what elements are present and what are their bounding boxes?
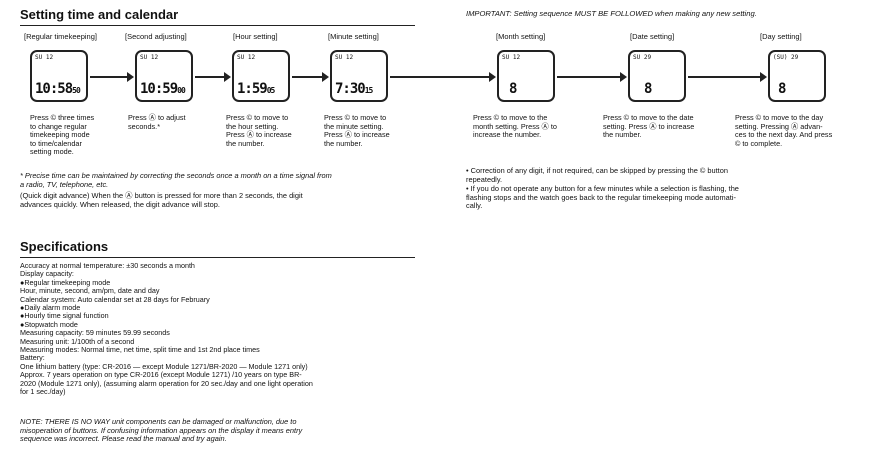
footnote-precise-time: * Precise time can be maintained by corr… <box>20 171 332 189</box>
step-desc-day: Press © to move to the day setting. Pres… <box>735 113 833 148</box>
spec-line: Measuring modes: Normal time, net time, … <box>20 345 260 355</box>
step-desc-date: Press © to move to the date setting. Pre… <box>603 113 695 140</box>
spec-line: Hour, minute, second, am/pm, date and da… <box>20 286 160 296</box>
arrow-1 <box>90 72 134 82</box>
step-label-regular: [Regular timekeeping] <box>24 32 97 41</box>
spec-line: Display capacity: <box>20 269 74 279</box>
spec-line: ●Hourly time signal function <box>20 311 109 321</box>
arrow-2 <box>195 72 231 82</box>
arrow-3 <box>292 72 329 82</box>
spec-line: One lithium battery (type: CR-2016 — exc… <box>20 361 308 371</box>
note-item: • If you do not operate any button for a… <box>466 184 739 211</box>
spec-line: for 1 sec./day) <box>20 387 66 397</box>
step-label-date: [Date setting] <box>630 32 675 41</box>
step-desc-month: Press © to move to the month setting. Pr… <box>473 113 557 140</box>
step-label-second: [Second adjusting] <box>125 32 187 41</box>
watch-display-minute: SU 12 7:3015 <box>330 50 388 102</box>
watch-display-regular: SU 12 10:5850 <box>30 50 88 102</box>
watch-display-month: SU 12 8 <box>497 50 555 102</box>
note-warning: NOTE: THERE IS NO WAY unit components ca… <box>20 417 303 444</box>
spec-line: Battery: <box>20 353 45 363</box>
step-desc-hour: Press © to move to the hour setting. Pre… <box>226 113 292 148</box>
important-note: IMPORTANT: Setting sequence MUST BE FOLL… <box>466 9 757 18</box>
notes-list: • Correction of any digit, if not requir… <box>466 166 886 211</box>
spec-line: Calendar system: Auto calendar set at 28… <box>20 294 210 304</box>
spec-rule <box>20 257 415 258</box>
note-item: • Correction of any digit, if not requir… <box>466 166 728 184</box>
step-desc-minute: Press © to move to the minute setting. P… <box>324 113 390 148</box>
watch-display-day: (SU) 29 8 <box>768 50 826 102</box>
arrow-6 <box>688 72 767 82</box>
step-desc-second: Press Ⓐ to adjust seconds.* <box>128 113 186 131</box>
spec-line: Measuring unit: 1/100th of a second <box>20 336 135 346</box>
section-title-specifications: Specifications <box>20 239 109 254</box>
step-label-minute: [Minute setting] <box>328 32 379 41</box>
step-label-day: [Day setting] <box>760 32 802 41</box>
step-label-month: [Month setting] <box>496 32 546 41</box>
spec-list: Accuracy at normal temperature: ±30 seco… <box>20 261 313 397</box>
step-label-hour: [Hour setting] <box>233 32 278 41</box>
section-title-setting: Setting time and calendar <box>20 7 179 22</box>
spec-line: Measuring capacity: 59 minutes 59.99 sec… <box>20 328 170 338</box>
spec-line: 2020 (Module 1271 only), (assuming alarm… <box>20 378 313 388</box>
watch-display-hour: SU 12 1:5905 <box>232 50 290 102</box>
arrow-4 <box>390 72 496 82</box>
spec-line: ●Regular timekeeping mode <box>20 277 111 287</box>
arrow-5 <box>557 72 627 82</box>
spec-line: ●Daily alarm mode <box>20 303 81 313</box>
watch-display-date: SU 29 8 <box>628 50 686 102</box>
spec-line: ●Stopwatch mode <box>20 319 78 329</box>
spec-line: Accuracy at normal temperature: ±30 seco… <box>20 261 195 270</box>
footnote-quick-advance: (Quick digit advance) When the Ⓐ button … <box>20 191 303 209</box>
watch-display-second: SU 12 10:5900 <box>135 50 193 102</box>
step-desc-regular: Press © three times to change regular ti… <box>30 113 95 157</box>
title-rule <box>20 25 415 26</box>
spec-line: Approx. 7 years operation on type CR-201… <box>20 370 302 380</box>
